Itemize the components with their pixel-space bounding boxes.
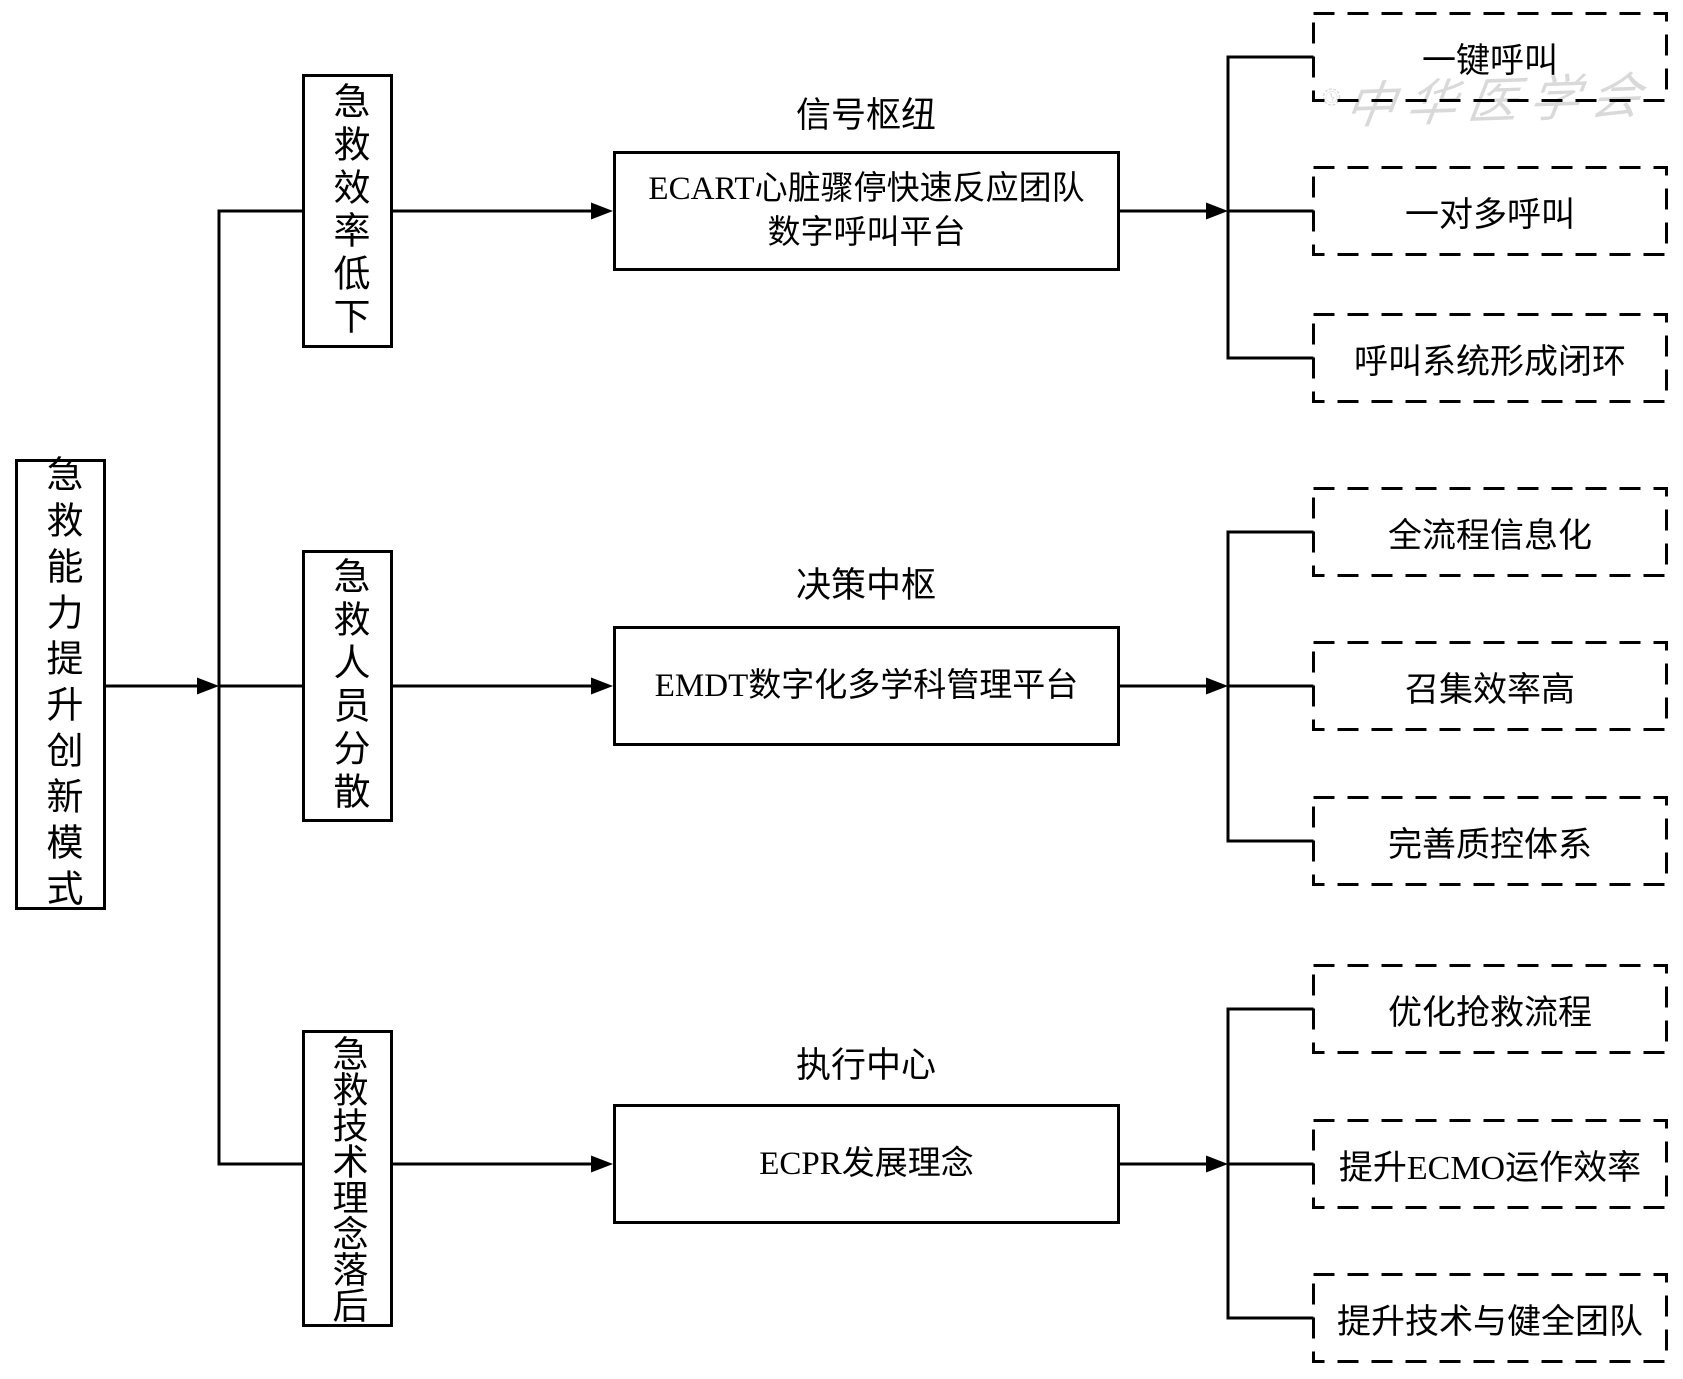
hub-box-2-line-1: EMDT数字化多学科管理平台 <box>654 668 1079 704</box>
outcome-box-1-3: 呼叫系统形成闭环 <box>1312 313 1668 403</box>
outcome-box-3-3: 提升技术与健全团队 <box>1312 1273 1668 1363</box>
outcome-box-3-2: 提升ECMO运作效率 <box>1312 1119 1668 1209</box>
outcome-box-2-2: 召集效率高 <box>1312 641 1668 731</box>
root-box-label: 急救能力提升创新模式 <box>40 454 81 915</box>
outcome-box-1-2-label: 一对多呼叫 <box>1405 196 1575 234</box>
outcome-box-2-1-label: 全流程信息化 <box>1388 517 1592 555</box>
outcome-box-2-3: 完善质控体系 <box>1312 796 1668 886</box>
problem-box-2-label: 急救人员分散 <box>327 557 368 815</box>
outcome-box-3-2-label: 提升ECMO运作效率 <box>1338 1149 1642 1187</box>
outcome-box-1-2: 一对多呼叫 <box>1312 166 1668 256</box>
outcome-box-1-1: 一键呼叫 <box>1312 12 1668 102</box>
hub-title-2: 决策中枢 <box>795 566 936 605</box>
hub-box-3-line-1: ECPR发展理念 <box>759 1146 974 1182</box>
hub-title-3: 执行中心 <box>795 1046 936 1085</box>
outcome-box-3-1: 优化抢救流程 <box>1312 964 1668 1054</box>
outcome-box-2-2-label: 召集效率高 <box>1405 671 1575 709</box>
hub-box-1: ECART心脏骤停快速反应团队 数字呼叫平台 <box>613 151 1120 271</box>
problem-box-3: 急救技术理念落后 <box>302 1030 393 1327</box>
root-box: 急救能力提升创新模式 <box>15 455 106 915</box>
outcome-box-1-1-label: 一键呼叫 <box>1422 42 1558 80</box>
outcome-box-2-3-label: 完善质控体系 <box>1388 826 1592 864</box>
problem-box-1-label: 急救效率低下 <box>327 82 368 340</box>
problem-box-3-label: 急救技术理念落后 <box>327 1034 368 1323</box>
problem-box-1: 急救效率低下 <box>302 74 393 348</box>
hub-box-1-line-2: 数字呼叫平台 <box>767 215 966 251</box>
hub-box-3: ECPR发展理念 <box>613 1104 1120 1224</box>
outcome-box-1-3-label: 呼叫系统形成闭环 <box>1354 343 1626 381</box>
hub-title-1: 信号枢纽 <box>795 96 936 135</box>
hub-box-2: EMDT数字化多学科管理平台 <box>613 626 1120 746</box>
hub-box-1-line-1: ECART心脏骤停快速反应团队 <box>648 171 1085 207</box>
outcome-box-2-1: 全流程信息化 <box>1312 487 1668 577</box>
outcome-box-3-1-label: 优化抢救流程 <box>1388 994 1592 1032</box>
problem-box-2: 急救人员分散 <box>302 550 393 822</box>
outcome-box-3-3-label: 提升技术与健全团队 <box>1337 1303 1643 1341</box>
